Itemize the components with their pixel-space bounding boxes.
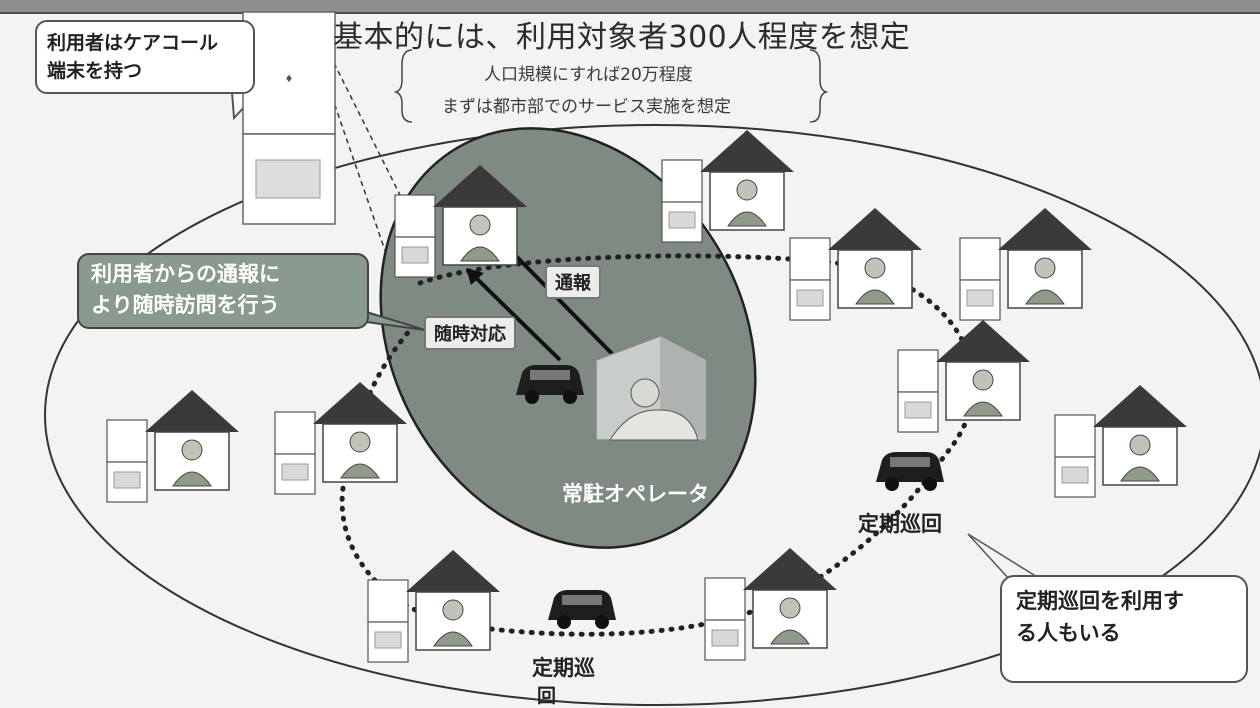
house-icon: [106, 390, 239, 503]
bracket-left: [393, 49, 413, 123]
response-arrow-head: [466, 268, 484, 285]
car-icon: [876, 452, 944, 491]
care-call-terminal-large: ♦: [242, 11, 336, 225]
device-pointer-line: [329, 54, 406, 206]
visit-callout-line-1: 利用者からの通報に: [91, 262, 280, 286]
device-callout: 利用者はケアコール 端末を持つ: [35, 20, 255, 94]
patrol-callout-line-2: [967, 533, 1011, 581]
note-line-1: 人口規模にすれば20万程度: [484, 65, 693, 85]
car-icon: [548, 590, 616, 629]
patrol-callout-line-2: る人もいる: [1016, 621, 1121, 645]
operator-label: 常駐オペレータ: [562, 482, 709, 506]
house-icon: [704, 548, 837, 661]
house-icon: [789, 208, 922, 321]
house-icon: [897, 320, 1030, 433]
visit-callout-line-2: より随時訪問を行う: [91, 293, 280, 317]
houses-layer: [106, 130, 1187, 663]
cars-layer: [516, 365, 944, 629]
report-arrow: [513, 253, 632, 374]
svg-text:♦: ♦: [285, 74, 294, 85]
top-bar: [0, 0, 1260, 14]
house-icon: [959, 208, 1092, 321]
house-icon: [661, 130, 794, 243]
device-callout-line-1: 利用者はケアコール: [47, 32, 219, 54]
car-icon: [516, 365, 584, 404]
house-icon: [1054, 385, 1187, 498]
house-icon: [394, 165, 527, 278]
device-callout-line-2: 端末を持つ: [47, 60, 143, 82]
page-title: 基本的には、利用対象者300人程度を想定: [333, 20, 911, 55]
response-tag: 随時対応: [424, 316, 516, 350]
bracket-right: [809, 49, 829, 123]
patrol-label-bottom-2: 回: [537, 685, 557, 707]
patrol-label-bottom-1: 定期巡: [532, 656, 595, 680]
patrol-callout-line-1: 定期巡回を利用す: [1016, 589, 1184, 613]
patrol-callout: 定期巡回を利用す る人もいる: [1000, 575, 1248, 683]
response-arrow: [468, 270, 562, 362]
house-icon: [367, 550, 500, 663]
house-icon: [274, 382, 407, 495]
service-area-ellipse: [44, 124, 1260, 706]
operator-booth: [595, 335, 707, 441]
report-tag: 通報: [545, 265, 601, 299]
visit-callout: 利用者からの通報に より随時訪問を行う: [77, 253, 369, 329]
note-line-2: まずは都市部でのサービス実施を想定: [442, 97, 731, 117]
patrol-label-right: 定期巡回: [858, 512, 942, 536]
